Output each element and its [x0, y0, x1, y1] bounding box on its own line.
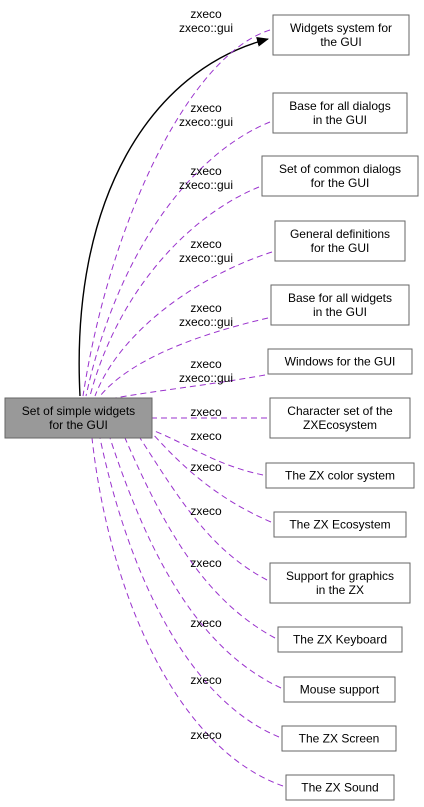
edge-label: zxeco — [190, 7, 222, 21]
edge-label: zxeco — [190, 101, 222, 115]
node-1-box — [272, 92, 408, 134]
node-4-box — [270, 284, 410, 326]
edge-label: zxeco — [190, 728, 222, 742]
edge-label: zxeco — [190, 504, 222, 518]
node-3-label: General definitions — [290, 227, 390, 241]
edge-label: zxeco — [190, 405, 222, 419]
edge-dashed-2 — [89, 186, 260, 397]
edge-label: zxeco — [190, 357, 222, 371]
node-9-box — [269, 562, 411, 604]
current-node-label: for the GUI — [49, 418, 108, 432]
node-0-label: the GUI — [320, 35, 361, 49]
edge-label: zxeco — [190, 556, 222, 570]
edge-label: zxeco — [190, 673, 222, 687]
node-0-label: Widgets system for — [290, 21, 392, 35]
node-8-label: The ZX Ecosystem — [289, 518, 390, 532]
node-11[interactable]: Mouse support — [283, 676, 396, 703]
node-11-box — [283, 676, 396, 703]
edge-dashed-13 — [91, 437, 284, 787]
edge-labels-layer: zxecozxeco::guizxecozxeco::guizxecozxeco… — [179, 7, 233, 742]
node-13[interactable]: The ZX Sound — [285, 774, 395, 801]
edge-label: zxeco — [190, 237, 222, 251]
node-5-box — [267, 348, 413, 375]
node-2-label: for the GUI — [311, 176, 370, 190]
node-4-label: Base for all widgets — [288, 291, 392, 305]
node-13-label: The ZX Sound — [301, 781, 378, 795]
node-1-label: Base for all dialogs — [289, 99, 390, 113]
edge-dashed-11 — [109, 437, 282, 689]
node-5-label: Windows for the GUI — [285, 355, 396, 369]
edge-dashed-5 — [114, 374, 266, 399]
node-1-label: in the GUI — [313, 113, 367, 127]
node-10-label: The ZX Keyboard — [293, 633, 387, 647]
node-7-label: The ZX color system — [285, 469, 395, 483]
edge-dashed-9 — [139, 437, 268, 581]
current-node-box — [4, 397, 153, 439]
node-8[interactable]: The ZX Ecosystem — [273, 511, 407, 538]
edge-label: zxeco::gui — [179, 178, 233, 192]
node-2-box — [261, 155, 419, 197]
current-node-label: Set of simple widgets — [22, 404, 135, 418]
edge-dashed-widgets-system — [82, 29, 271, 397]
node-12[interactable]: The ZX Screen — [281, 725, 397, 752]
edge-label: zxeco::gui — [179, 371, 233, 385]
edge-dashed-10 — [124, 437, 276, 639]
edge-widgets-system — [78, 36, 269, 397]
edge-label: zxeco — [190, 429, 222, 443]
node-7-box — [265, 462, 415, 489]
edge-dashed-7 — [151, 429, 264, 476]
node-6-label: ZXEcosystem — [303, 418, 377, 432]
edge-label: zxeco — [190, 164, 222, 178]
edge-label: zxeco — [190, 460, 222, 474]
edge-label: zxeco::gui — [179, 115, 233, 129]
node-4-label: in the GUI — [313, 305, 367, 319]
node-5[interactable]: Windows for the GUI — [267, 348, 413, 375]
node-6-box — [269, 397, 411, 439]
node-9-label: in the ZX — [316, 583, 364, 597]
node-10-box — [277, 626, 403, 653]
edge-label: zxeco::gui — [179, 21, 233, 35]
node-3-label: for the GUI — [311, 241, 370, 255]
node-8-box — [273, 511, 407, 538]
node-10[interactable]: The ZX Keyboard — [277, 626, 403, 653]
edge-dashed-4 — [99, 317, 269, 397]
node-7[interactable]: The ZX color system — [265, 462, 415, 489]
edge-label: zxeco::gui — [179, 251, 233, 265]
edge-label: zxeco::gui — [179, 315, 233, 329]
edge-dashed-1 — [85, 121, 271, 397]
edge-label: zxeco — [190, 301, 222, 315]
node-12-label: The ZX Screen — [299, 732, 380, 746]
node-11-label: Mouse support — [300, 683, 380, 697]
node-0-box — [272, 14, 410, 56]
node-2-label: Set of common dialogs — [279, 162, 401, 176]
node-13-box — [285, 774, 395, 801]
edge-dashed-12 — [99, 437, 280, 738]
edge-label: zxeco — [190, 616, 222, 630]
node-3-box — [274, 220, 406, 262]
node-9-label: Support for graphics — [286, 569, 394, 583]
edge-dashed-3 — [94, 251, 273, 397]
edge-dashed-8 — [151, 432, 272, 523]
node-6-label: Character set of the — [287, 404, 393, 418]
node-12-box — [281, 725, 397, 752]
edges-layer — [78, 29, 284, 787]
